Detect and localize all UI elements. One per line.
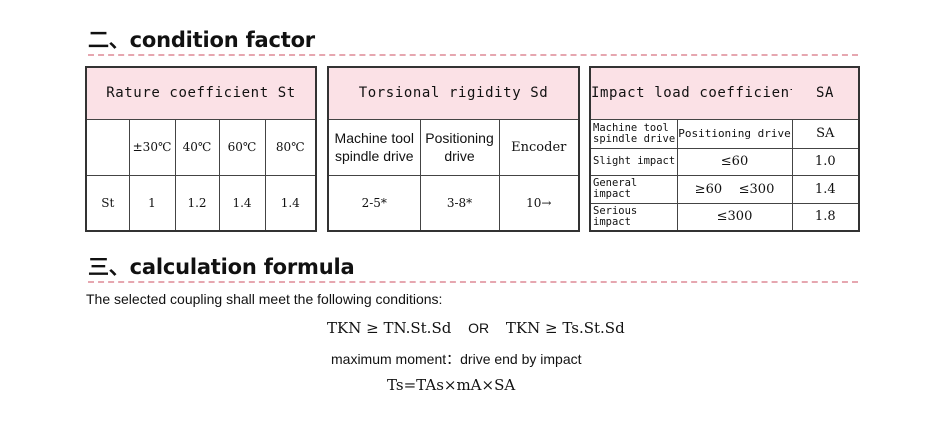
sa-value-cell: 1.0 [791,147,860,176]
formula-ts: Ts=TAs×mA×SA [387,376,516,394]
formula-right: TKN ≥ Ts.St.Sd [505,319,625,337]
sd-value-cell: 3-8* [419,174,500,232]
impact-label-cell: Serious impact [589,202,678,232]
table-title: Impact load coefficient [589,66,793,120]
st-value-cell: 1 [128,174,176,232]
st-value-cell: 1.4 [264,174,317,232]
sa-value-cell: 1.8 [791,202,860,232]
temp-header-cell: 40℃ [174,118,220,176]
rature-coefficient-table: Rature coefficient St ±30℃ 40℃ 60℃ 80℃ S… [85,66,318,232]
impact-label-cell: General impact [589,174,678,204]
sd-header-cell: Positioning drive [419,118,500,176]
sd-header-cell: Machine tool spindle drive [327,118,421,176]
conditions-intro-text: The selected coupling shall meet the fol… [86,291,443,307]
section-heading-condition-factor: 二、condition factor [88,28,315,52]
sd-header-cell: Encoder [498,118,580,176]
sd-value-cell: 10→ [498,174,580,232]
torsional-rigidity-table: Torsional rigidity Sd Machine tool spind… [327,66,581,232]
row-label: St [85,174,130,232]
temp-header-cell: 80℃ [264,118,317,176]
impact-label-cell: Slight impact [589,147,678,176]
formula-left: TKN ≥ TN.St.Sd [327,319,452,337]
temp-header-cell: 60℃ [218,118,266,176]
impact-load-coefficient-table: Impact load coefficient SA Machine tool … [589,66,861,232]
sa-value-cell: 1.4 [791,174,860,204]
table-title: Rature coefficient St [85,66,317,120]
section-divider [88,54,858,56]
formula-condition: TKN ≥ TN.St.Sd OR TKN ≥ Ts.St.Sd [327,319,625,337]
formula-or: OR [468,320,490,336]
impact-range-cell: ≤300 [676,202,793,232]
impact-range-cell: ≤60 [676,147,793,176]
st-value-cell: 1.2 [174,174,220,232]
section-divider [88,281,858,283]
table-title: Torsional rigidity Sd [327,66,580,120]
sa-header-cell: Machine tool spindle drive [589,118,678,149]
section-heading-calculation-formula: 三、calculation formula [88,255,355,279]
sa-header-cell: SA [791,118,860,149]
table-cell-empty [85,118,130,176]
temp-header-cell: ±30℃ [128,118,176,176]
max-moment-text: maximum moment：drive end by impact [331,351,582,367]
impact-range-cell: ≥60 ≤300 [676,174,793,204]
st-value-cell: 1.4 [218,174,266,232]
sd-value-cell: 2-5* [327,174,421,232]
table-title-sa: SA [792,66,860,120]
sa-header-cell: Positioning drive [676,118,793,149]
